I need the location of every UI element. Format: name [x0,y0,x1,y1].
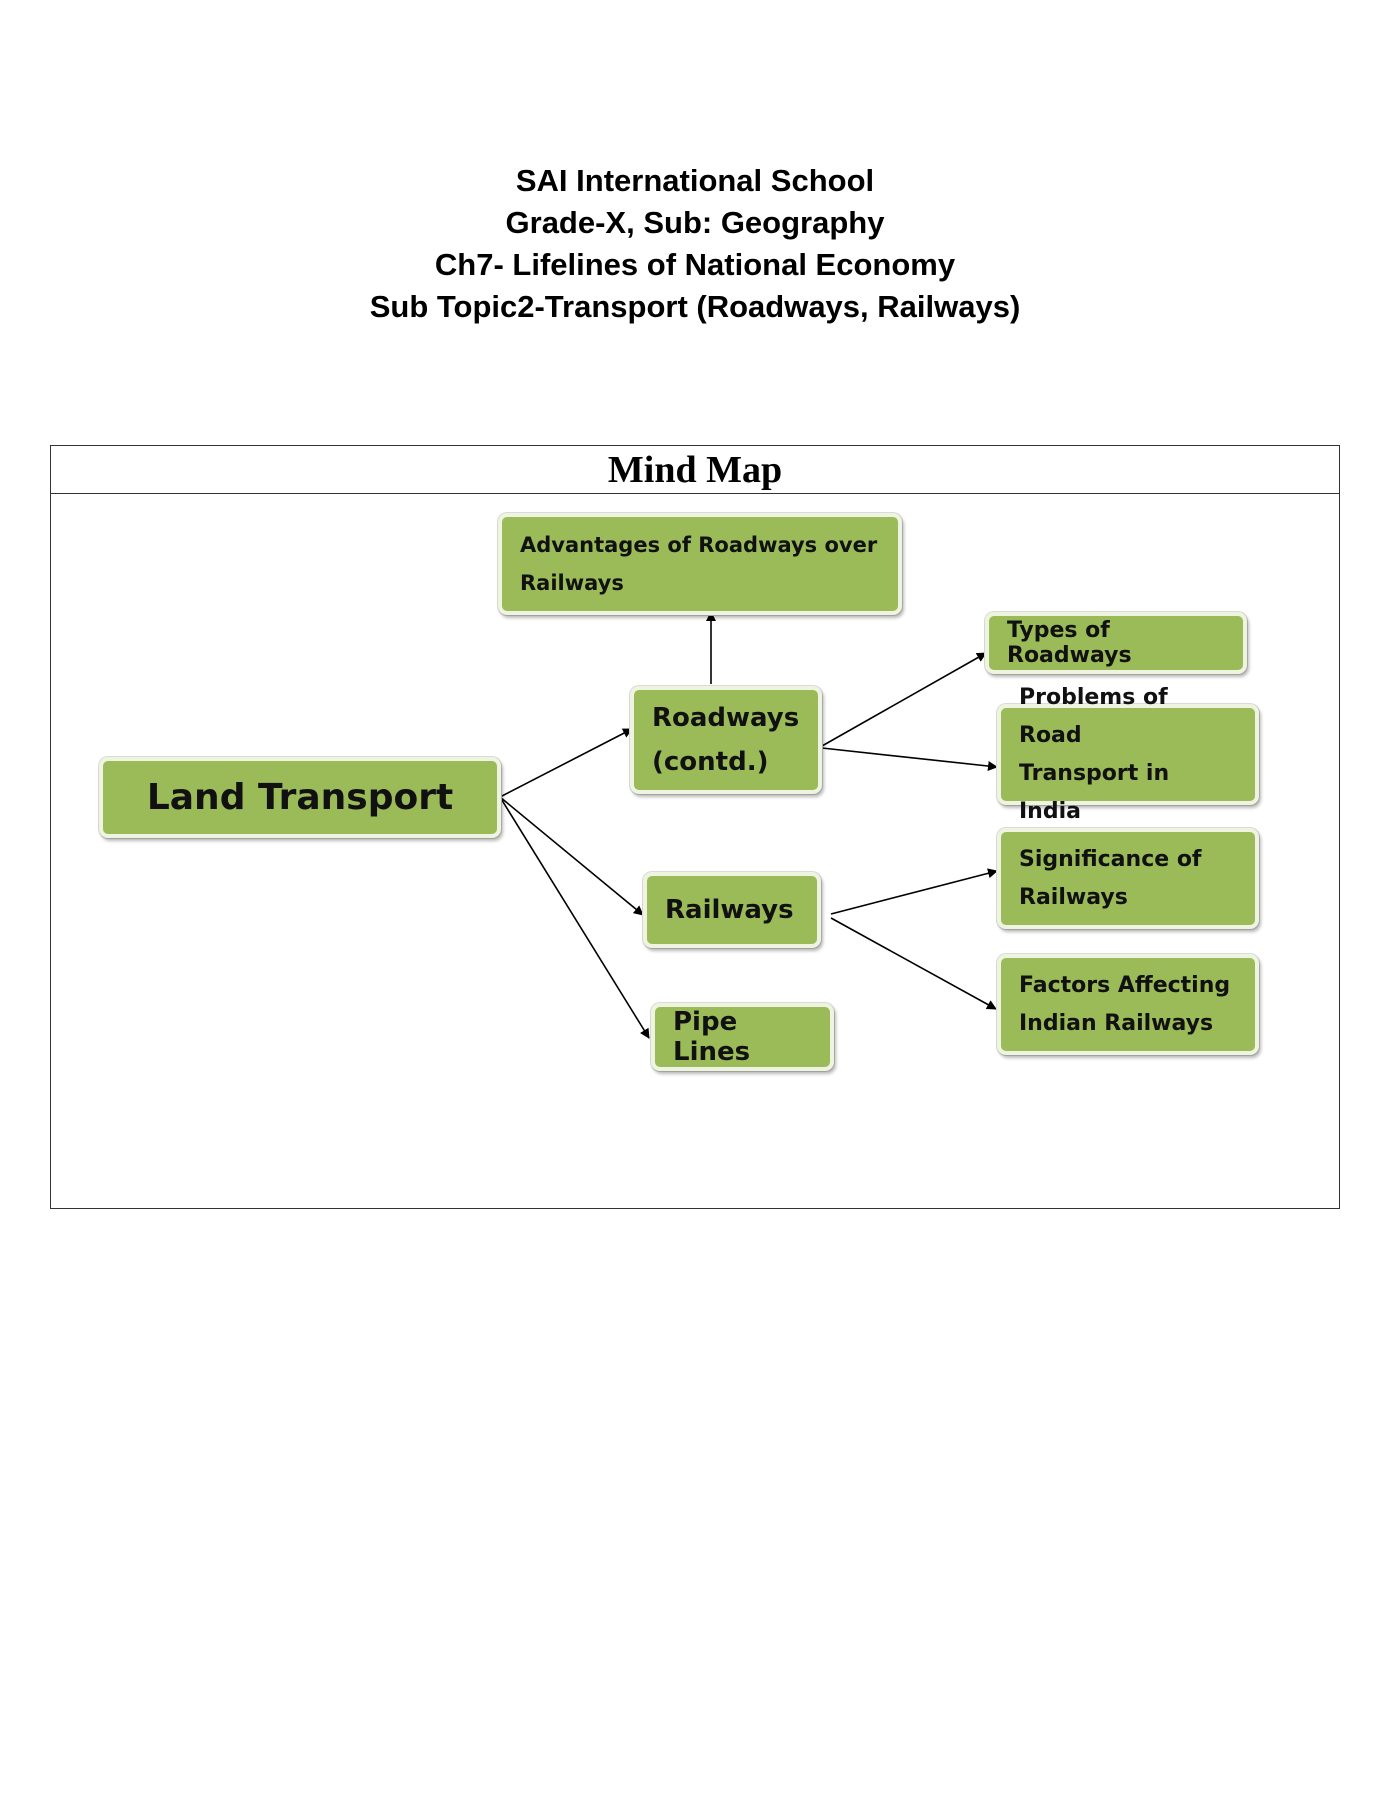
mindmap-title-bar: Mind Map [51,446,1339,494]
node-problems-line1: Problems of Road [1019,684,1168,748]
node-advantages-of-roadways: Advantages of Roadways over Railways [498,513,902,615]
node-land-transport-label: Land Transport [146,777,454,818]
node-advantages-line1: Advantages of Roadways over [520,533,878,557]
node-significance-line1: Significance of [1019,846,1202,872]
node-advantages-line2: Railways [520,571,624,595]
grade-subject: Grade-X, Sub: Geography [505,205,885,240]
node-railways: Railways [643,872,821,948]
node-factors-line2: Indian Railways [1019,1010,1214,1036]
node-factors-line1: Factors Affecting [1019,972,1231,998]
node-roadways-line2: (contd.) [652,747,769,777]
subtopic-title: Sub Topic2-Transport (Roadways, Railways… [369,289,1021,324]
node-roadways: Roadways (contd.) [630,686,822,794]
chapter-title: Ch7- Lifelines of National Economy [434,247,956,282]
node-land-transport: Land Transport [99,757,501,838]
node-types-of-roadways: Types of Roadways [985,612,1247,674]
mindmap-frame: Mind Map [50,445,1340,1209]
mindmap-title: Mind Map [607,449,783,491]
node-railways-label: Railways [665,895,794,925]
node-problems-of-road-transport: Problems of Road Transport in India [997,685,1259,824]
document-header: SAI International School Grade-X, Sub: G… [0,160,1390,328]
node-pipe-lines: Pipe Lines [651,1003,834,1071]
node-problems-line2: Transport in India [1019,760,1170,824]
node-significance-of-railways: Significance of Railways [997,828,1259,929]
school-name: SAI International School [515,163,875,198]
node-types-label: Types of Roadways [1007,618,1132,668]
node-significance-line2: Railways [1019,884,1128,910]
node-roadways-line1: Roadways [652,703,800,733]
node-pipe-lines-label: Pipe Lines [673,1007,751,1067]
node-factors-affecting-railways: Factors Affecting Indian Railways [997,954,1259,1055]
